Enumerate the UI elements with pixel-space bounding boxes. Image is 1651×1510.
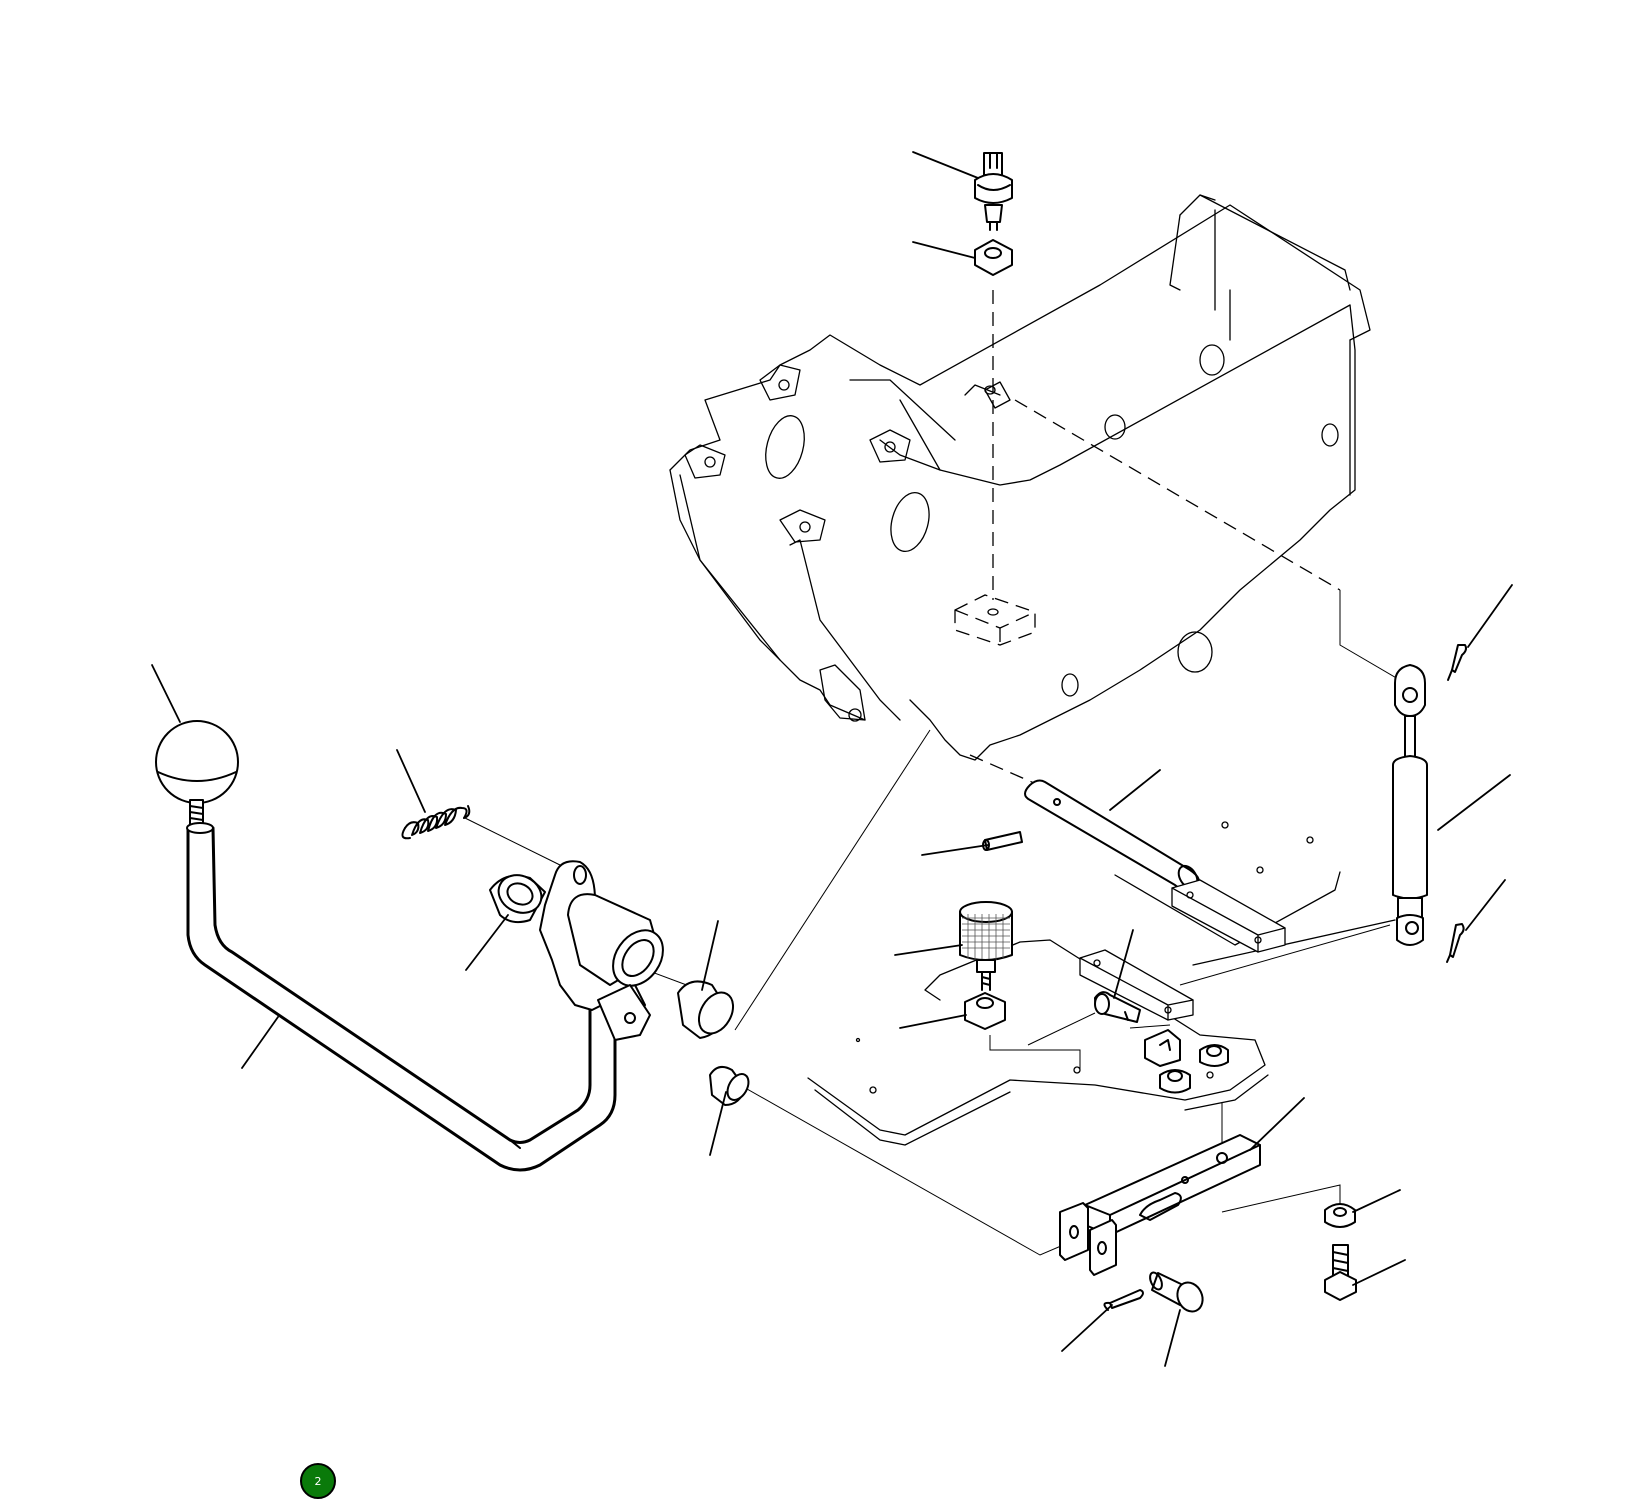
floor-bracket-lower bbox=[1079, 949, 1194, 1021]
hair-clip-upper bbox=[1447, 644, 1467, 681]
adjuster-nut bbox=[964, 992, 1006, 1030]
leader-clevis-pin bbox=[1113, 929, 1134, 999]
leader-adjuster-nut bbox=[899, 1014, 967, 1029]
hitch-pin bbox=[1149, 1271, 1204, 1313]
clevis-pin bbox=[1094, 991, 1141, 1023]
base-fittings bbox=[1144, 1029, 1229, 1094]
hidden-mount-pad bbox=[954, 594, 1036, 646]
leader-gas-strut bbox=[1437, 774, 1511, 831]
return-spring bbox=[401, 805, 471, 840]
small-bushing bbox=[709, 1065, 750, 1106]
leader-lines bbox=[151, 151, 1513, 1367]
console-frame bbox=[669, 194, 1371, 761]
leader-switch bbox=[912, 151, 979, 179]
switch-nut bbox=[974, 239, 1013, 276]
leader-shift-lever bbox=[241, 1016, 279, 1069]
pivot-bracket bbox=[539, 860, 664, 1041]
leader-return-spring bbox=[396, 749, 426, 813]
adjuster-knob bbox=[959, 901, 1013, 991]
page-number-badge[interactable]: 2 bbox=[300, 1463, 336, 1499]
frame-floor-plate bbox=[1114, 821, 1396, 966]
leader-switch-nut bbox=[912, 241, 976, 259]
leader-pivot-bushing-right bbox=[701, 920, 719, 991]
leader-hair-clip-lower bbox=[1465, 879, 1506, 931]
washer bbox=[1324, 1203, 1356, 1228]
leader-pivot-pin bbox=[1109, 769, 1161, 811]
pivot-pin bbox=[1024, 779, 1200, 892]
leader-linkage-bar bbox=[1249, 1097, 1305, 1151]
hair-clip-lower bbox=[1446, 923, 1465, 963]
pivot-bushing-right bbox=[677, 980, 735, 1039]
roll-pin bbox=[982, 831, 1023, 851]
leader-hitch-pin bbox=[1164, 1309, 1181, 1367]
pivot-bushing-left bbox=[489, 874, 546, 924]
base-plate bbox=[807, 939, 1269, 1146]
leader-roll-pin bbox=[921, 844, 989, 856]
linkage-bar bbox=[1059, 1134, 1261, 1276]
control-knob bbox=[155, 720, 239, 826]
center-lines bbox=[969, 290, 1341, 791]
leader-control-knob bbox=[151, 664, 181, 723]
leader-cotter-pin bbox=[1061, 1304, 1113, 1352]
leader-bolt bbox=[1352, 1259, 1406, 1286]
leader-hair-clip-upper bbox=[1467, 584, 1513, 648]
leader-pivot-bushing-left bbox=[465, 914, 509, 971]
bolt bbox=[1324, 1244, 1357, 1301]
leader-washer bbox=[1352, 1189, 1401, 1213]
floor-bracket-upper bbox=[1171, 879, 1286, 953]
page-number-label: 2 bbox=[314, 1474, 322, 1488]
shift-lever bbox=[186, 822, 617, 1172]
leader-small-bushing bbox=[709, 1091, 727, 1156]
leader-adjuster-knob bbox=[894, 944, 963, 956]
gas-strut bbox=[1392, 664, 1428, 946]
switch bbox=[974, 152, 1013, 231]
